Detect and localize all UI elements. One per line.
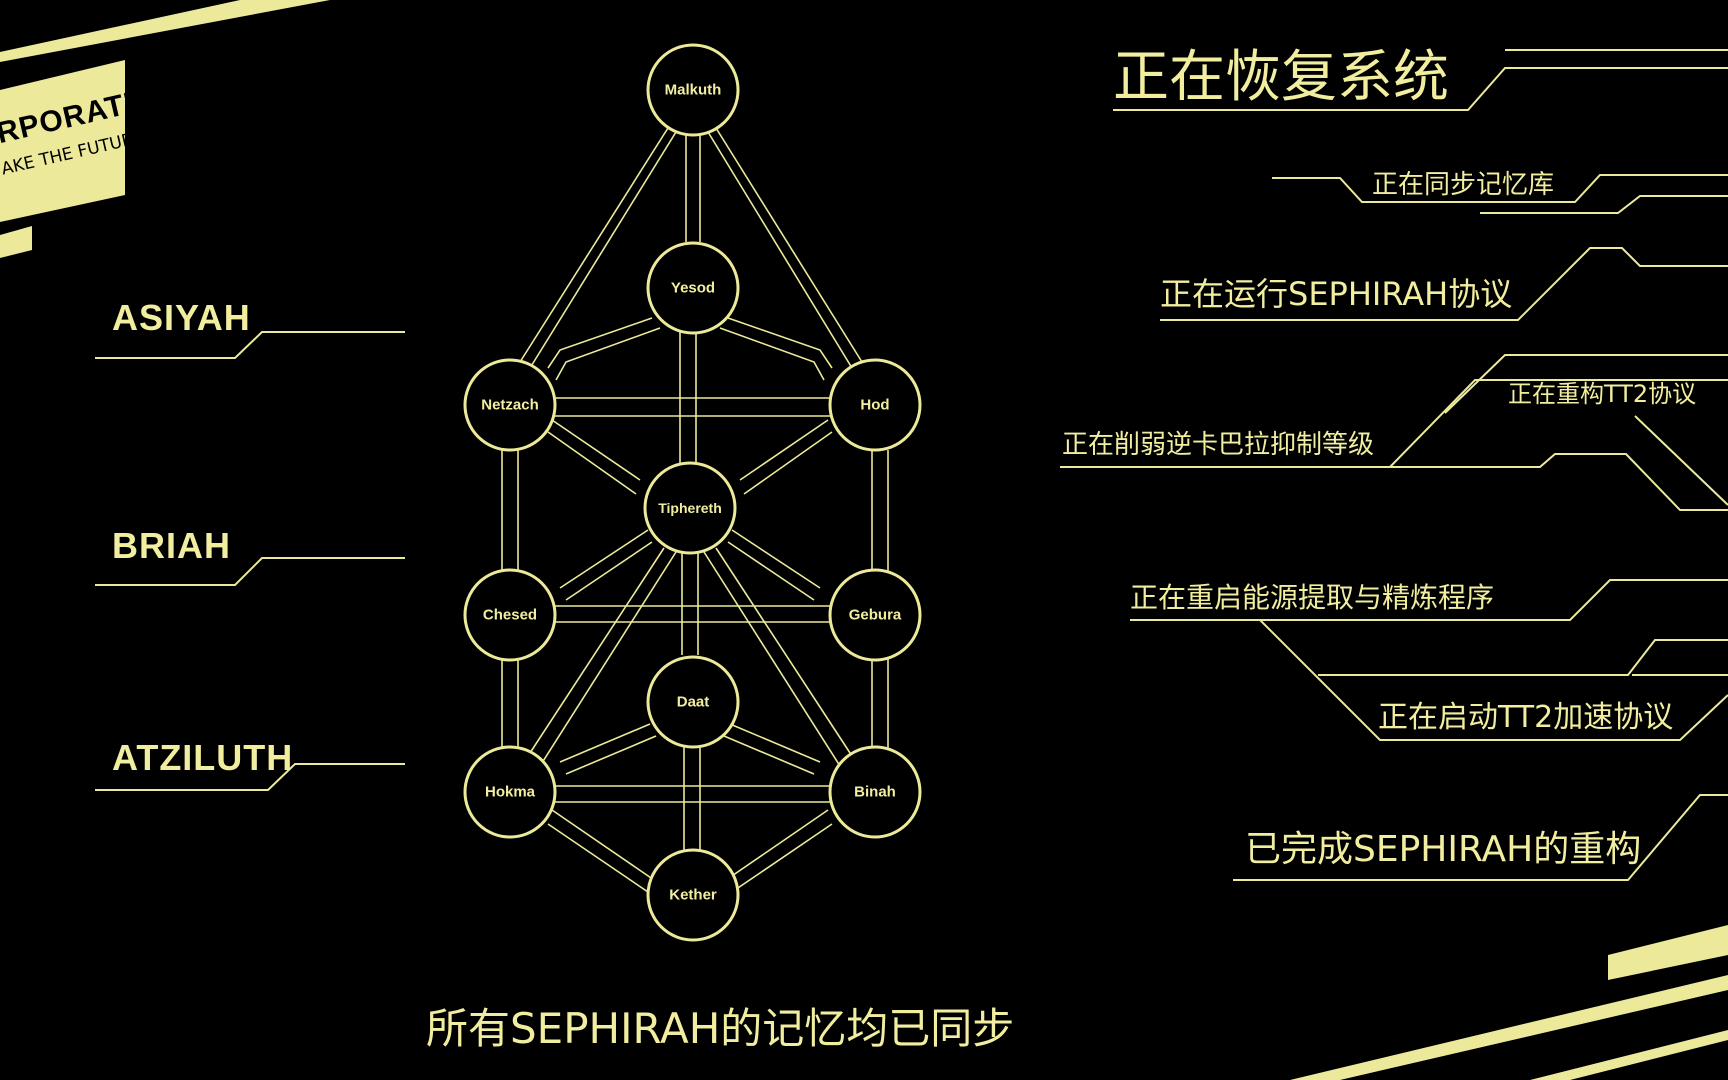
node-label-kether: Kether — [669, 886, 717, 904]
node-label-daat: Daat — [676, 693, 710, 711]
node-label-binah: Binah — [854, 783, 896, 801]
status-title: 正在恢复系统 — [1113, 45, 1449, 110]
status-rebuild-tt2: 正在重构TT2协议 — [1508, 380, 1697, 408]
status-weaken-qliphoth: 正在削弱逆卡巴拉抑制等级 — [1062, 430, 1375, 460]
world-label-atziluth: ATZILUTH — [112, 737, 294, 778]
status-start-tt2: 正在启动TT2加速协议 — [1378, 700, 1674, 735]
logo-panel — [0, 60, 125, 222]
malkuth-node — [646, 43, 740, 137]
netzach-node — [463, 358, 557, 452]
node-label-netzach: Netzach — [481, 396, 539, 414]
gebura-node — [828, 568, 922, 662]
briah-leader — [95, 557, 405, 586]
title-leader — [1113, 67, 1728, 111]
node-label-yesod: Yesod — [670, 279, 716, 297]
chesed-node — [463, 568, 557, 662]
kether-node — [646, 848, 740, 942]
bottom-right-block — [1608, 925, 1728, 980]
atziluth-leader — [95, 763, 405, 791]
status-run-protocol: 正在运行SEPHIRAH协议 — [1160, 275, 1513, 313]
status-restart-energy: 正在重启能源提取与精炼程序 — [1130, 581, 1495, 614]
tree-connections — [501, 127, 889, 893]
status-complete: 已完成SEPHIRAH的重构 — [1245, 829, 1642, 870]
node-label-malkuth: Malkuth — [664, 81, 722, 99]
asiyah-leader — [95, 331, 405, 359]
world-label-asiyah: ASIYAH — [112, 297, 251, 338]
footer-message: 所有SEPHIRAH的记忆均已同步 — [426, 1004, 1015, 1053]
hokma-node — [463, 745, 557, 839]
hod-node — [828, 358, 922, 452]
node-label-gebura: Gebura — [848, 606, 902, 624]
logo-tab — [0, 226, 32, 258]
daat-node — [646, 655, 740, 749]
binah-node — [828, 745, 922, 839]
bottom-right-stripe-2 — [1530, 1030, 1728, 1080]
node-label-chesed: Chesed — [482, 606, 538, 624]
node-label-hod: Hod — [860, 396, 890, 414]
status-sync-memory: 正在同步记忆库 — [1372, 170, 1555, 200]
node-label-tiphereth: Tiphereth — [658, 500, 722, 516]
world-label-briah: BRIAH — [112, 525, 231, 566]
yesod-node — [646, 241, 740, 335]
node-label-hokma: Hokma — [484, 783, 536, 801]
tiphereth-node — [643, 461, 737, 555]
top-left-stripe — [0, 0, 330, 62]
bottom-right-stripe — [1290, 975, 1728, 1080]
